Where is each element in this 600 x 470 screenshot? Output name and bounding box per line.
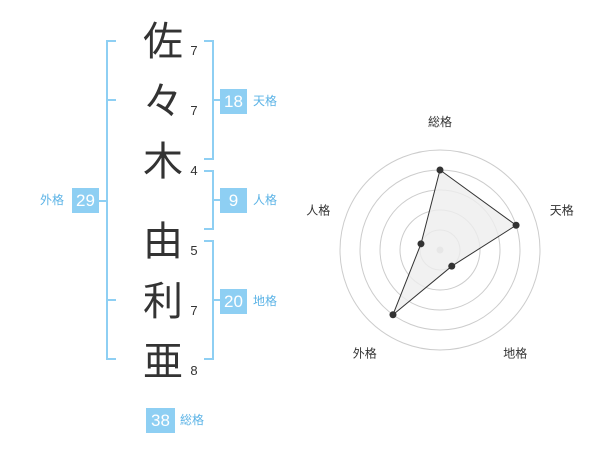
bracket-connector <box>213 99 221 101</box>
radar-axis-label: 天格 <box>550 202 574 217</box>
radar-grid-ring <box>399 209 481 291</box>
soukaku-score: 38 <box>146 408 175 433</box>
radar-point <box>417 240 425 248</box>
chikaku-score: 20 <box>220 289 247 314</box>
radar-center-dot <box>436 246 444 254</box>
tenkaku-label: 天格 <box>253 94 278 108</box>
jinkaku-score: 9 <box>220 188 247 213</box>
bracket-tick <box>106 299 116 301</box>
radar-point <box>389 311 397 319</box>
chikaku-label: 地格 <box>253 294 278 308</box>
gaikaku-score: 29 <box>72 188 99 213</box>
bracket-connector <box>213 299 221 301</box>
radar-axis-label: 人格 <box>306 202 330 217</box>
radar-point <box>436 166 444 174</box>
radar-grid-ring <box>359 169 521 331</box>
radar-axis-label: 総格 <box>428 114 452 129</box>
stroke-count: 7 <box>190 303 198 318</box>
name-char: 利 <box>143 279 183 325</box>
bracket-tick <box>106 99 116 101</box>
tenkaku-score: 18 <box>220 89 247 114</box>
radar-grid-ring <box>379 189 501 311</box>
radar-grid-ring <box>339 149 541 351</box>
stroke-count: 8 <box>190 363 198 378</box>
radar-point <box>512 221 520 229</box>
radar-axis-label: 地格 <box>503 346 527 361</box>
name-char: 佐 <box>143 19 183 65</box>
radar-point <box>448 262 456 270</box>
jinkaku-label: 人格 <box>253 193 278 207</box>
stroke-count: 7 <box>190 43 198 58</box>
stroke-count: 7 <box>190 103 198 118</box>
name-char: 由 <box>143 219 183 265</box>
stroke-count: 4 <box>190 163 198 178</box>
bracket-connector <box>97 200 107 202</box>
gaikaku-bracket <box>106 40 116 360</box>
radar-axis-label: 外格 <box>353 346 377 361</box>
radar-grid-ring <box>419 229 461 271</box>
stroke-count: 5 <box>190 243 198 258</box>
radar-area <box>392 169 517 316</box>
name-char: 々 <box>143 79 183 125</box>
soukaku-label: 総格 <box>180 413 205 427</box>
gaikaku-label: 外格 <box>40 193 65 207</box>
name-char: 木 <box>143 139 183 185</box>
bracket-connector <box>213 199 221 201</box>
name-char: 亜 <box>143 339 183 385</box>
